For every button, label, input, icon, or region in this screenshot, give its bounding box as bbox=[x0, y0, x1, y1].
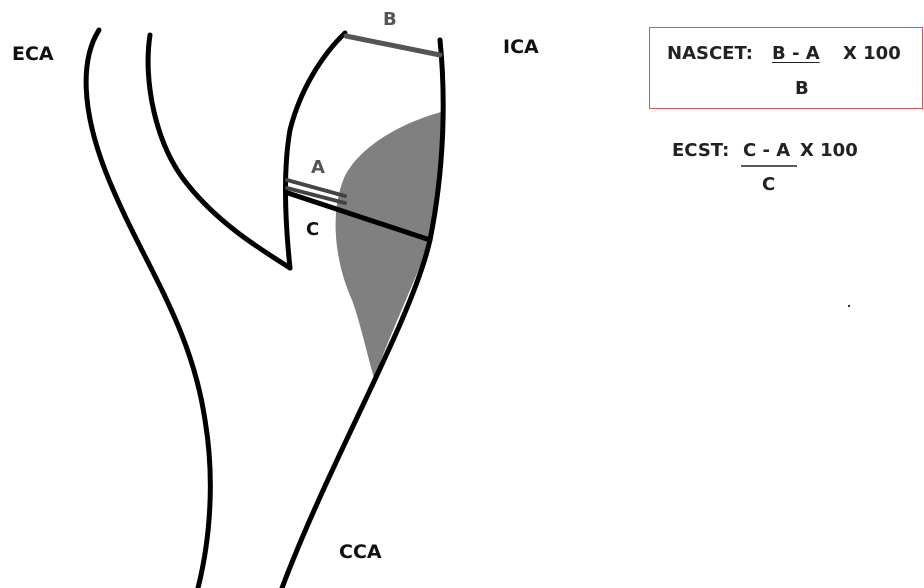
nascet-formula-box bbox=[649, 27, 923, 109]
nascet-numerator: B - A bbox=[772, 45, 820, 63]
c-label: C bbox=[306, 221, 319, 239]
plaque-shape bbox=[336, 112, 441, 378]
nascet-denominator: B bbox=[795, 80, 809, 98]
ecst-denominator: C bbox=[762, 176, 775, 194]
ecst-name: ECST: bbox=[672, 142, 729, 160]
b-label: B bbox=[383, 11, 397, 29]
ecst-factor: X 100 bbox=[800, 142, 858, 160]
measure-line-b bbox=[346, 36, 440, 55]
ecst-numerator: C - A bbox=[743, 142, 790, 160]
stray-dot bbox=[848, 305, 850, 307]
nascet-name: NASCET: bbox=[667, 45, 753, 63]
a-label: A bbox=[311, 159, 325, 177]
nascet-factor: X 100 bbox=[843, 45, 901, 63]
eca-label: ECA bbox=[12, 45, 54, 64]
cca-label: CCA bbox=[339, 543, 382, 562]
eca-inner-wall bbox=[148, 35, 290, 268]
ica-label: ICA bbox=[503, 38, 539, 57]
eca-outer-wall bbox=[86, 30, 210, 588]
